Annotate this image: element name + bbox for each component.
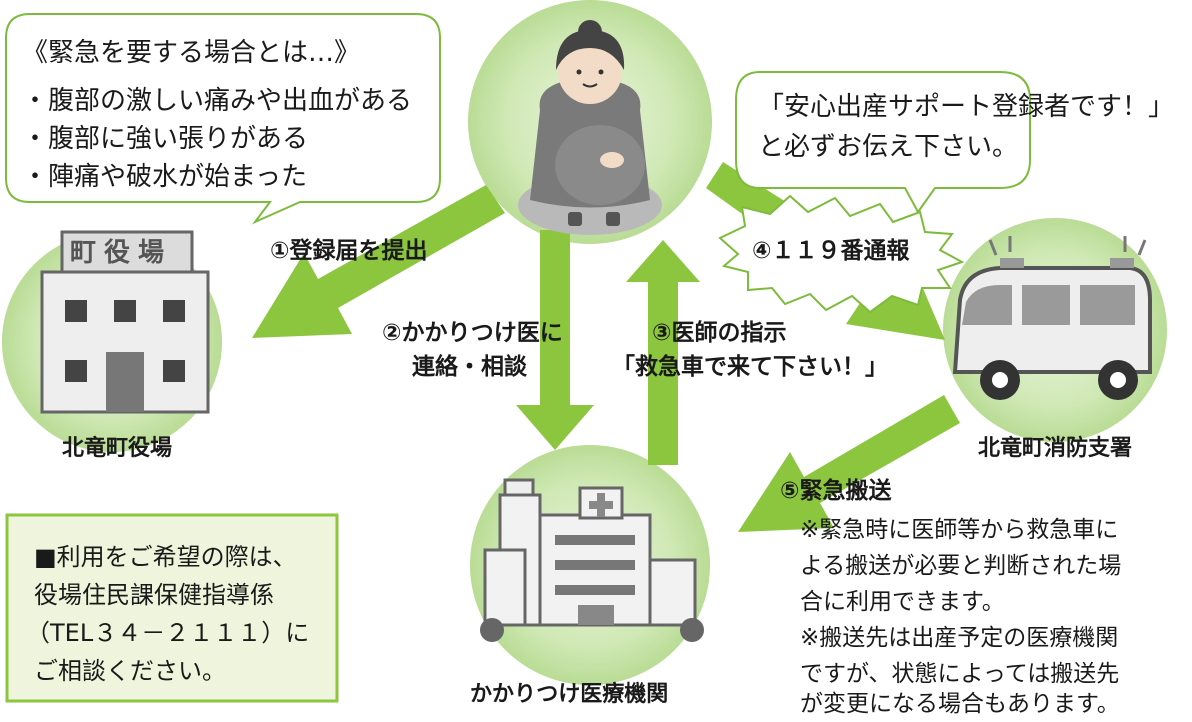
note-line-4: ※搬送先は出産予定の医療機関 <box>800 625 1119 651</box>
step-2-label-line-1: ②かかりつけ医に <box>382 320 563 346</box>
arrow-5 <box>738 395 960 532</box>
ambulance-illustration <box>952 236 1152 400</box>
town-hall-sign: 町役場 <box>70 238 173 268</box>
step-3-label-line-2: 「救急車で来て下さい！」 <box>612 354 888 380</box>
emergency-heading: 《緊急を要する場合とは…》 <box>22 38 361 68</box>
note-line-2: よる搬送が必要と判断された場 <box>800 553 1122 579</box>
emergency-item-2: ・腹部に強い張りがある <box>22 124 309 154</box>
arrow-1 <box>252 185 505 338</box>
call-bubble-shape <box>735 71 1031 214</box>
hospital-illustration <box>480 478 704 642</box>
note-line-6: が変更になる場合もあります。 <box>800 691 1120 717</box>
contact-line-1: ■利用をご希望の際は、 <box>34 543 297 571</box>
contact-line-4: ご相談ください。 <box>34 657 226 685</box>
call-message-line-2: と必ずお伝え下さい。 <box>758 132 1019 162</box>
step-5-label: ⑤緊急搬送 <box>780 478 892 504</box>
emergency-item-3: ・陣痛や破水が始まった <box>22 162 307 192</box>
town-hall-label: 北竜町役場 <box>62 436 173 461</box>
step-4-label: ④１１９番通報 <box>752 238 910 264</box>
contact-line-3: （TEL３４－２１１１）に <box>26 619 310 647</box>
call-starburst <box>718 194 965 314</box>
contact-box <box>5 513 339 703</box>
clinic-label: かかりつけ医療機関 <box>470 682 669 707</box>
step-2-label-line-2: 連絡・相談 <box>412 354 527 380</box>
step-3-label-line-1: ③医師の指示 <box>652 320 787 346</box>
pregnant-woman-illustration <box>518 20 662 235</box>
arrow-2 <box>516 230 594 450</box>
note-line-1: ※緊急時に医師等から救急車に <box>800 517 1119 543</box>
note-line-5: ですが、状態によっては搬送先 <box>800 661 1120 687</box>
call-message-line-1: 「安心出産サポート登録者です！」 <box>758 92 1175 122</box>
arrow-3 <box>626 240 700 465</box>
emergency-bubble-shape <box>5 13 441 225</box>
contact-line-2: 役場住民課保健指導係 <box>34 581 274 609</box>
note-line-3: 合に利用できます。 <box>800 589 1005 615</box>
emergency-item-1: ・腹部の激しい痛みや出血がある <box>22 86 413 116</box>
step-1-label: ①登録届を提出 <box>270 238 428 264</box>
fire-station-label: 北竜町消防支署 <box>978 436 1133 461</box>
town-hall-illustration <box>40 230 210 414</box>
